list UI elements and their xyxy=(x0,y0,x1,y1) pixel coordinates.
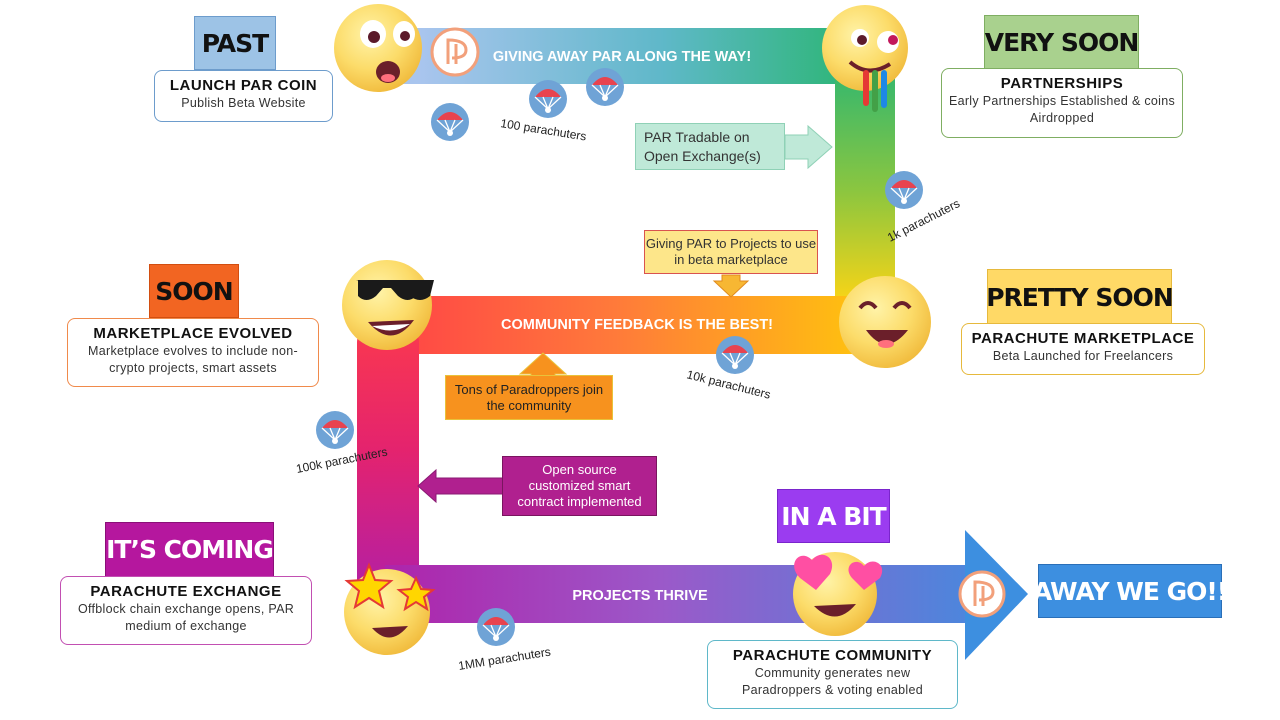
partnerships-desc: Early Partnerships Established & coins A… xyxy=(948,94,1176,125)
par-logo-icon xyxy=(430,27,480,77)
open-source-note: Open source customized smart contract im… xyxy=(502,456,657,516)
crazy-face-icon xyxy=(822,5,908,112)
past-tag: PAST xyxy=(194,16,276,70)
launch-par-coin-card: LAUNCH PAR COIN Publish Beta Website xyxy=(154,70,333,122)
away-we-go-tag: AWAY WE GO!! xyxy=(1033,564,1228,618)
very-soon-tag: VERY SOON xyxy=(984,15,1139,69)
launch-par-coin-title: LAUNCH PAR COIN xyxy=(169,77,318,94)
parachute-icon xyxy=(586,68,624,106)
marketplace-evolved-desc: Marketplace evolves to include non-crypt… xyxy=(88,344,298,375)
in-a-bit-tag: IN A BIT xyxy=(777,489,890,543)
tradable-arrow xyxy=(784,124,833,170)
parachuters-1mm-label: 1MM parachuters xyxy=(457,645,551,673)
happy-face-icon xyxy=(839,276,931,368)
parachute-marketplace-title: PARACHUTE MARKETPLACE xyxy=(971,330,1195,347)
partnerships-card: PARTNERSHIPS Early Partnerships Establis… xyxy=(941,68,1183,138)
its-coming-tag: IT’S COMING xyxy=(105,522,274,577)
parachute-icon xyxy=(316,411,354,449)
right-connector xyxy=(835,70,895,302)
sunglasses-face-icon xyxy=(342,260,434,350)
heart-eyes-face-icon xyxy=(793,552,883,636)
middle-banner xyxy=(380,296,880,354)
top-banner-text: GIVING AWAY PAR ALONG THE WAY! xyxy=(493,49,751,65)
left-connector xyxy=(357,328,419,598)
tons-paradroppers-note: Tons of Paradroppers join the community xyxy=(445,375,613,420)
parachute-community-desc: Community generates new Paradroppers & v… xyxy=(741,666,924,697)
star-eyes-face-icon xyxy=(344,562,436,655)
bottom-banner-text: PROJECTS THRIVE xyxy=(572,588,708,604)
parachute-icon xyxy=(885,171,923,209)
shocked-face-icon xyxy=(334,4,422,92)
parachute-icon xyxy=(529,80,567,118)
open-source-arrow xyxy=(417,468,504,504)
launch-par-coin-desc: Publish Beta Website xyxy=(181,96,306,110)
partnerships-title: PARTNERSHIPS xyxy=(1000,75,1124,92)
middle-banner-text: COMMUNITY FEEDBACK IS THE BEST! xyxy=(501,317,773,333)
parachute-marketplace-desc: Beta Launched for Freelancers xyxy=(992,349,1174,363)
parachute-icon xyxy=(716,336,754,374)
parachute-icon xyxy=(477,608,515,646)
soon-tag: SOON xyxy=(149,264,239,318)
parachute-icon xyxy=(431,103,469,141)
giving-arrow xyxy=(712,274,750,298)
marketplace-evolved-card: MARKETPLACE EVOLVED Marketplace evolves … xyxy=(67,318,319,387)
parachute-marketplace-card: PARACHUTE MARKETPLACE Beta Launched for … xyxy=(961,323,1205,375)
giving-par-note: Giving PAR to Projects to use in beta ma… xyxy=(644,230,818,274)
parachute-exchange-desc: Offblock chain exchange opens, PAR mediu… xyxy=(77,602,295,633)
parachute-exchange-card: PARACHUTE EXCHANGE Offblock chain exchan… xyxy=(60,576,312,645)
par-logo-icon xyxy=(958,570,1006,618)
parachute-exchange-title: PARACHUTE EXCHANGE xyxy=(90,583,282,600)
parachute-community-card: PARACHUTE COMMUNITY Community generates … xyxy=(707,640,958,709)
parachute-community-title: PARACHUTE COMMUNITY xyxy=(732,647,933,664)
par-tradable-note: PAR Tradable on Open Exchange(s) xyxy=(635,123,785,170)
marketplace-evolved-title: MARKETPLACE EVOLVED xyxy=(93,325,293,342)
parachuters-100-label: 100 parachuters xyxy=(500,116,588,143)
pretty-soon-tag: PRETTY SOON xyxy=(986,269,1174,325)
